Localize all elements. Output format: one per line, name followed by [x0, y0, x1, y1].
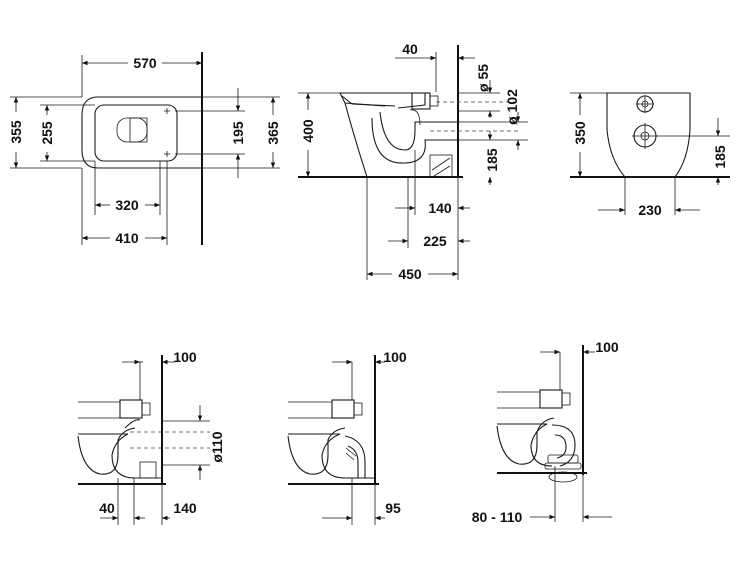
variant-c-view: 100 80 - 110 — [472, 339, 619, 525]
bowl-top-outline — [81, 96, 202, 169]
dim-95: 95 — [385, 500, 401, 516]
side-view: 40 ø 55 ø 102 400 185 140 225 450 — [298, 41, 528, 282]
variant-a-view: 100 ø110 40 140 — [77, 349, 225, 525]
dim-365: 365 — [265, 121, 281, 145]
dim-410: 410 — [115, 230, 139, 246]
dim-80-110: 80 - 110 — [472, 509, 523, 525]
dim-225: 225 — [423, 233, 447, 249]
dim-400: 400 — [300, 119, 316, 143]
dim-100-c: 100 — [595, 339, 619, 355]
variant-b-view: 100 95 — [287, 349, 407, 525]
dim-140: 140 — [428, 200, 452, 216]
dim-dia110: ø110 — [209, 431, 225, 462]
dim-dia102: ø 102 — [504, 89, 520, 125]
dim-40-top: 40 — [402, 41, 418, 57]
top-view: 570 355 255 195 365 320 410 — [8, 52, 281, 246]
dim-230: 230 — [638, 202, 662, 218]
seat-inner-outline — [94, 104, 178, 162]
dim-40-a: 40 — [99, 500, 115, 516]
dim-570: 570 — [133, 55, 157, 71]
dim-450: 450 — [398, 266, 422, 282]
dim-185-rear: 185 — [712, 145, 728, 169]
dim-dia55: ø 55 — [475, 64, 491, 92]
dim-320: 320 — [115, 197, 139, 213]
dim-185-side: 185 — [484, 148, 500, 172]
dim-350: 350 — [572, 121, 588, 145]
dim-100-a: 100 — [173, 349, 197, 365]
rear-view: 350 185 230 — [570, 92, 730, 218]
dim-140-a: 140 — [173, 500, 197, 516]
dim-100-b: 100 — [383, 349, 407, 365]
dim-255: 255 — [39, 121, 55, 145]
dim-355: 355 — [8, 120, 24, 144]
dim-195: 195 — [230, 121, 246, 145]
